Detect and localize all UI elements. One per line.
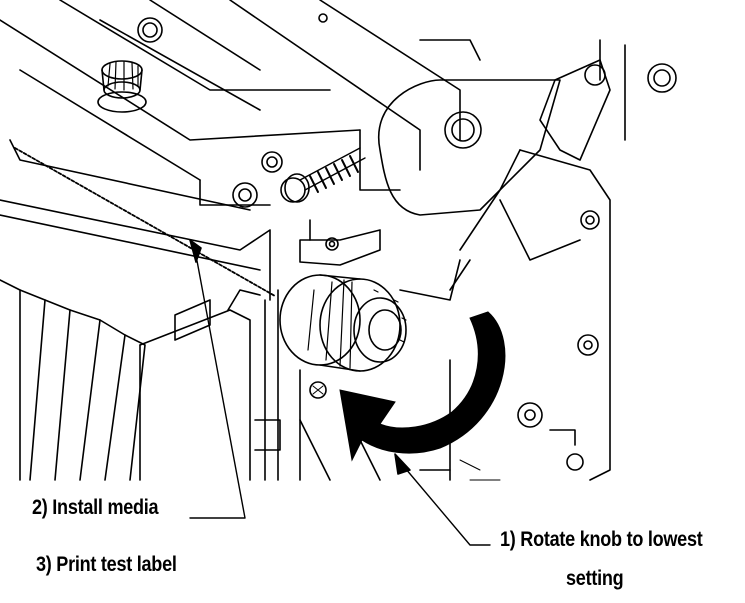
rotate-knob-callout: 1) Rotate knob to lowest	[500, 528, 703, 551]
rotate-knob-leader	[394, 453, 491, 546]
right-side-plate	[449, 149, 611, 481]
side-screw	[309, 381, 327, 399]
print-test-label-callout: 3) Print test label	[36, 553, 177, 576]
top-knurled-knob-icon	[97, 60, 147, 113]
top-screws	[137, 13, 328, 208]
install-media-leader	[189, 239, 246, 519]
rotate-knob-callout-continued: setting	[566, 567, 624, 590]
tension-link	[399, 259, 461, 301]
lever-arm	[377, 39, 677, 216]
lower-left-plates	[0, 279, 281, 481]
tension-spring-icon	[284, 147, 366, 203]
knob-bracket	[299, 219, 381, 266]
media-path	[14, 147, 276, 297]
adjustment-knob-icon	[279, 274, 407, 372]
curved-rotation-arrow-icon	[339, 311, 506, 462]
install-media-callout: 2) Install media	[32, 496, 159, 519]
upper-frame	[0, 0, 481, 301]
